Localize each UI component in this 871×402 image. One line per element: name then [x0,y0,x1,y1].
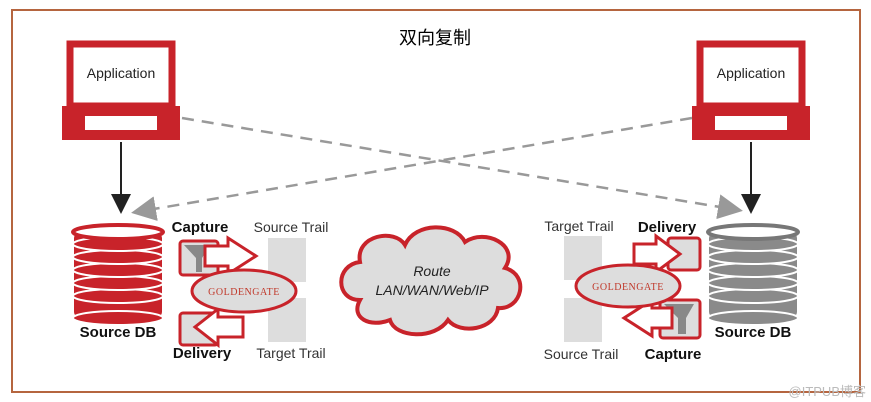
left-app-label: Application [87,65,156,81]
right-capture-icon [621,297,702,340]
right-capture-label: Capture [645,346,702,363]
left-db-label: Source DB [80,324,157,341]
diagram-title: 双向复制 [399,28,471,49]
right-source-trail-box [564,298,602,342]
left-target-trail-label: Target Trail [256,345,325,361]
cross-arrow-right-to-left [131,116,693,221]
left-source-trail-label: Source Trail [254,219,329,235]
cloud-network-label: LAN/WAN/Web/IP [375,282,489,298]
right-target-trail-label: Target Trail [544,218,613,234]
left-database-icon [71,223,165,326]
svg-text:GOLDENGATE: GOLDENGATE [592,282,664,293]
right-db-label: Source DB [715,324,792,341]
cross-arrow-left-to-right [181,116,743,220]
left-goldengate-logo [190,268,298,314]
svg-text:GOLDENGATE: GOLDENGATE [208,287,280,298]
cloud-route-label: Route [413,263,451,279]
right-application-laptop: Application [692,40,810,140]
left-delivery-icon [178,305,245,349]
left-capture-icon [178,235,259,277]
right-delivery-label: Delivery [638,219,697,236]
right-goldengate-logo [574,263,682,309]
right-database-icon [706,223,800,326]
right-app-label: Application [717,65,786,81]
right-source-trail-label: Source Trail [544,346,619,362]
left-capture-label: Capture [172,219,229,236]
watermark: @ITPUB博客 [789,384,866,399]
network-cloud-icon: Route LAN/WAN/Web/IP [339,225,523,337]
left-delivery-label: Delivery [173,345,232,362]
left-application-laptop: Application [62,40,180,140]
